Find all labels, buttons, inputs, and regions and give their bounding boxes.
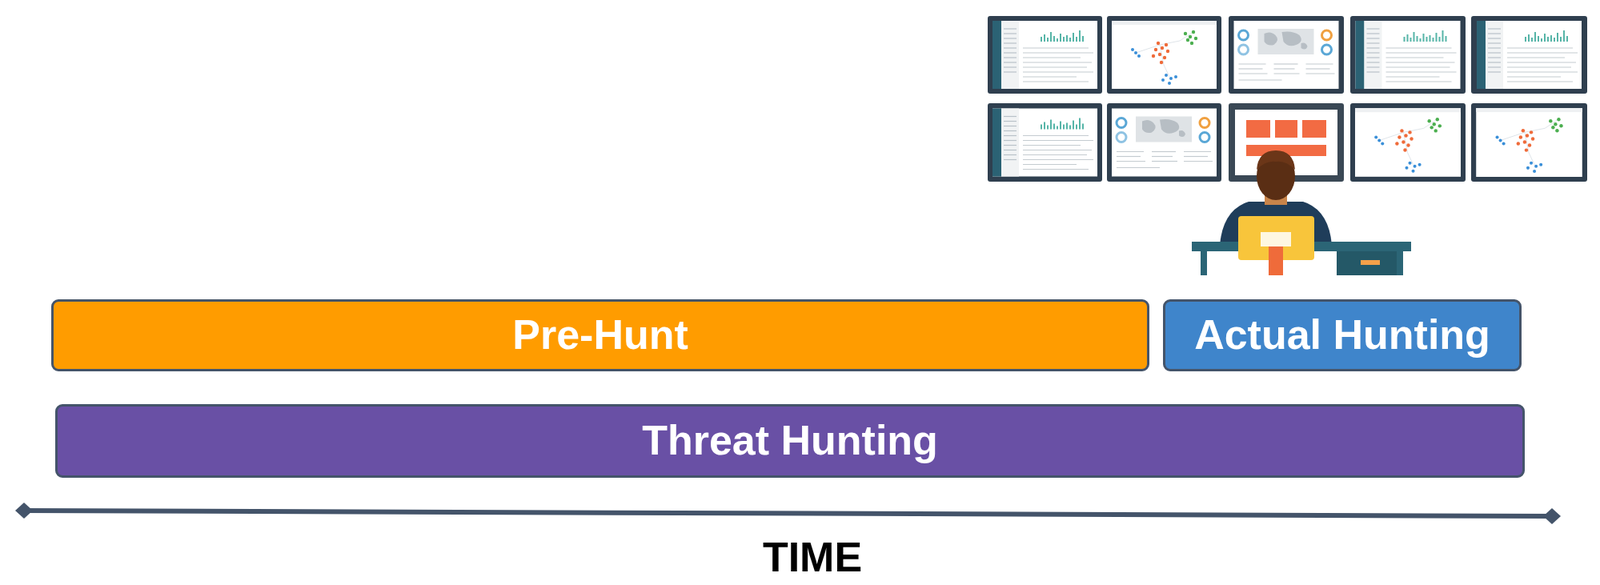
phase-label: Actual Hunting xyxy=(1194,312,1491,358)
phase-label: Pre-Hunt xyxy=(512,312,689,358)
phase-label: Threat Hunting xyxy=(641,417,939,464)
monitor xyxy=(987,16,1588,94)
time-axis xyxy=(15,502,1561,525)
axis-label: TIME xyxy=(762,534,863,581)
phase-bar: Threat Hunting xyxy=(55,404,1525,478)
phase-bar: Actual Hunting xyxy=(1162,299,1522,372)
hunter-figure xyxy=(1191,150,1412,276)
phase-bar: Pre-Hunt xyxy=(51,299,1150,372)
